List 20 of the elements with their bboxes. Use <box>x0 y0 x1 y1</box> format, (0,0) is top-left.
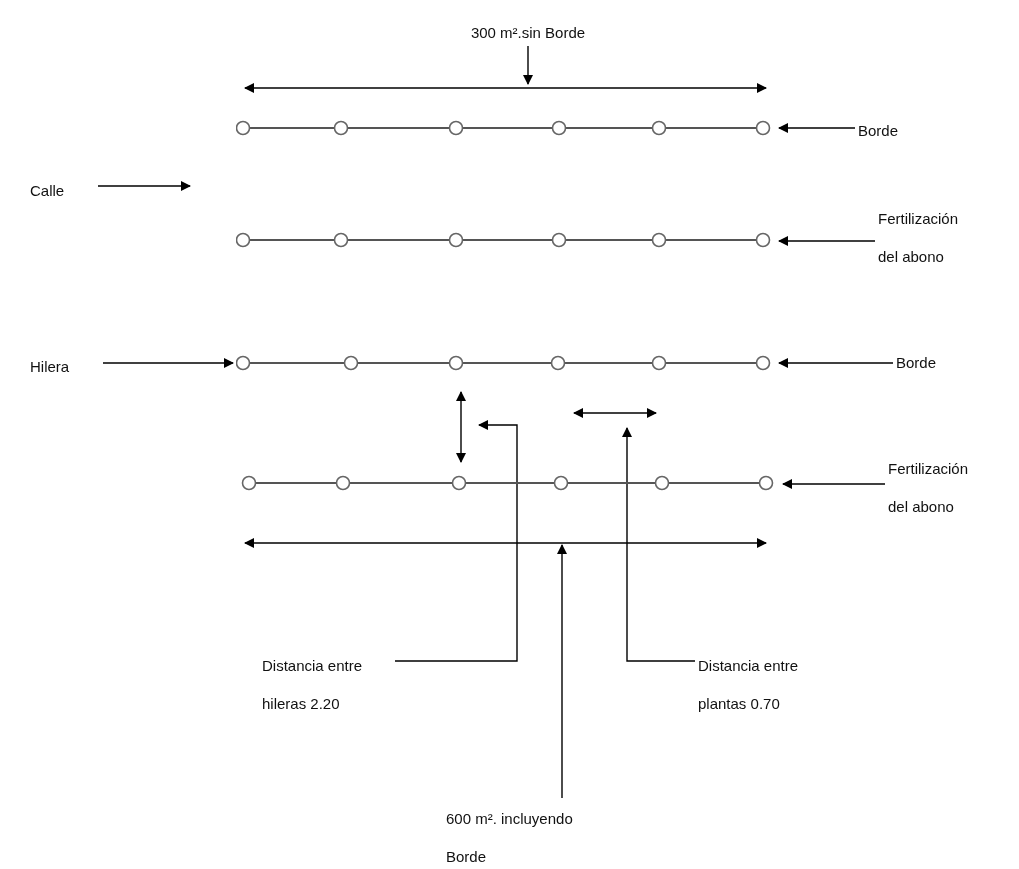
text-label: Hilera <box>30 348 100 378</box>
arrow <box>778 358 894 368</box>
text-label: Borde <box>858 112 928 142</box>
text-label: Calle <box>30 172 95 202</box>
leader-line <box>557 544 567 799</box>
text-label: Distancia entre plantas 0.70 <box>698 647 828 727</box>
arrow <box>778 123 856 133</box>
text-label: Borde <box>896 344 966 374</box>
text-label: 300 m².sin Borde <box>448 14 608 44</box>
arrow <box>102 358 234 368</box>
leader-line <box>523 45 533 85</box>
leader-line <box>394 420 518 662</box>
text-label: Distancia entre hileras 2.20 <box>262 647 392 727</box>
arrow <box>782 479 886 489</box>
leader-line <box>97 181 191 191</box>
arrow <box>778 236 876 246</box>
leader-line <box>622 427 696 662</box>
text-label: Fertilización del abono <box>888 450 983 534</box>
text-label: Fertilización del abono <box>878 200 973 284</box>
text-label: 600 m². incluyendo Borde <box>446 800 606 869</box>
